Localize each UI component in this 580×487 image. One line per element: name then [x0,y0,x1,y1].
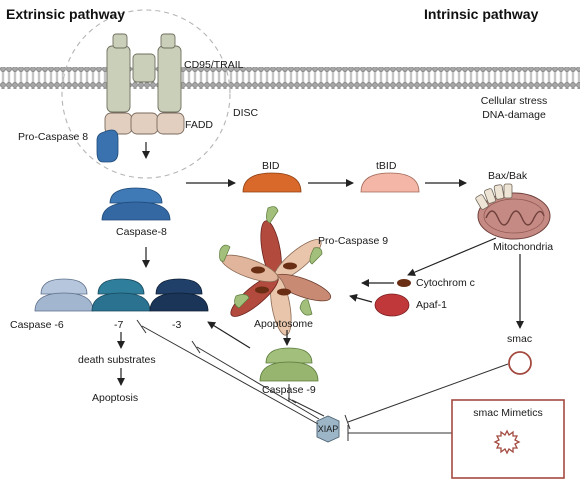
smac-label: smac [507,333,533,345]
cd95-trail-label: CD95/TRAIL [184,59,244,71]
caspase-8-label: Caspase-8 [116,226,167,238]
mitochondrion [477,192,551,240]
cd95-trail-receptor [106,33,182,113]
disc-label: DISC [233,107,259,119]
apaf-1-label: Apaf-1 [416,299,447,311]
xiap-shape [316,415,340,443]
caspase-8-shape [101,187,171,221]
caspase-6-label: Caspase -6 [10,319,64,331]
smac-inhibition-line [344,363,509,430]
bax-bak-label: Bax/Bak [488,170,528,182]
bax-bak-pores [475,183,513,210]
arrow-caspase9-to-effectors [207,321,251,349]
extrinsic-pathway-header: Extrinsic pathway [6,6,126,22]
intrinsic-pathway-header: Intrinsic pathway [424,6,539,22]
apoptosome-label: Apoptosome [254,318,313,330]
caspase-9-shape [259,347,319,382]
arrow-mito-to-cytc [407,237,497,276]
tbid-label: tBID [376,160,397,172]
apoptosis-label: Apoptosis [92,392,139,404]
smac-mimetics-label: smac Mimetics [473,407,543,419]
tbid-shape [360,172,420,193]
xiap-label: XIAP [317,424,339,434]
smac-mimetics-inhibition-line [347,425,452,441]
cytochrom-c-shape [397,279,411,287]
apoptosome-shape [219,206,332,336]
death-substrates-label: death substrates [78,354,156,366]
bid-shape [242,172,302,193]
xiap-inhibition-lines [136,319,325,425]
bid-label: BID [262,160,280,172]
apaf-1-shape [374,293,410,317]
pro-caspase-9-label: Pro-Caspase 9 [318,235,389,247]
caspase-9-label: Caspase -9 [262,384,316,396]
caspase-6-shape [34,278,94,312]
cellular-stress-label: Cellular stress [480,95,548,107]
cytochrom-c-label: Cytochrom c [416,277,475,289]
dna-damage-label: DNA-damage [482,109,546,121]
smac-mimetics-star-icon [493,429,521,455]
smac-mimetics-box [451,399,565,479]
caspase-3-label: -3 [172,319,182,331]
smac-shape [508,351,532,375]
pro-caspase-8-label: Pro-Caspase 8 [18,131,89,143]
disc-region [61,9,231,179]
cell-membrane [0,67,580,89]
arrow-apaf1-to-apoptosome [349,293,373,303]
caspase-7-shape [91,278,151,312]
fadd-label: FADD [185,119,214,131]
caspase-3-shape [149,278,209,312]
caspase-7-label: -7 [114,319,124,331]
mitochondria-label: Mitochondria [493,241,554,253]
fadd-complex [104,112,185,135]
pro-caspase-8-shape [96,129,119,163]
